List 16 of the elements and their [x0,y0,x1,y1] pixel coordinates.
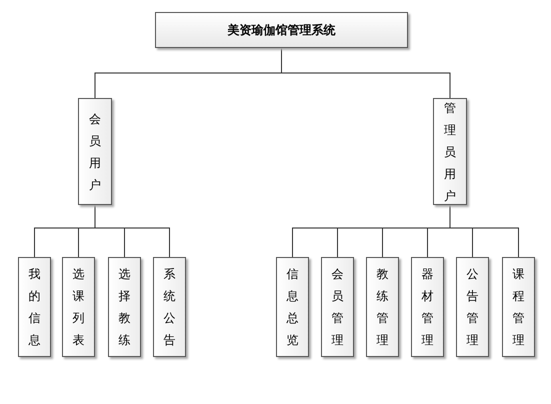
function-box: 教练管理 [366,257,399,357]
function-box: 课程管理 [502,257,535,357]
connector-line [94,204,170,258]
function-box: 我的信息 [18,257,51,357]
connector-line [281,48,450,98]
function-box: 系统公告 [153,257,186,357]
function-box: 器材管理 [411,257,444,357]
function-box: 信息总览 [276,257,309,357]
function-box: 公告管理 [456,257,489,357]
connector-line [450,204,519,258]
function-box: 选择教练 [108,257,141,357]
function-box: 选课列表 [62,257,95,357]
role-box: 管理员用户 [433,98,467,205]
function-box: 会员管理 [321,257,354,357]
role-box: 会员用户 [78,98,112,205]
title-box: 美资瑜伽馆管理系统 [155,12,408,48]
